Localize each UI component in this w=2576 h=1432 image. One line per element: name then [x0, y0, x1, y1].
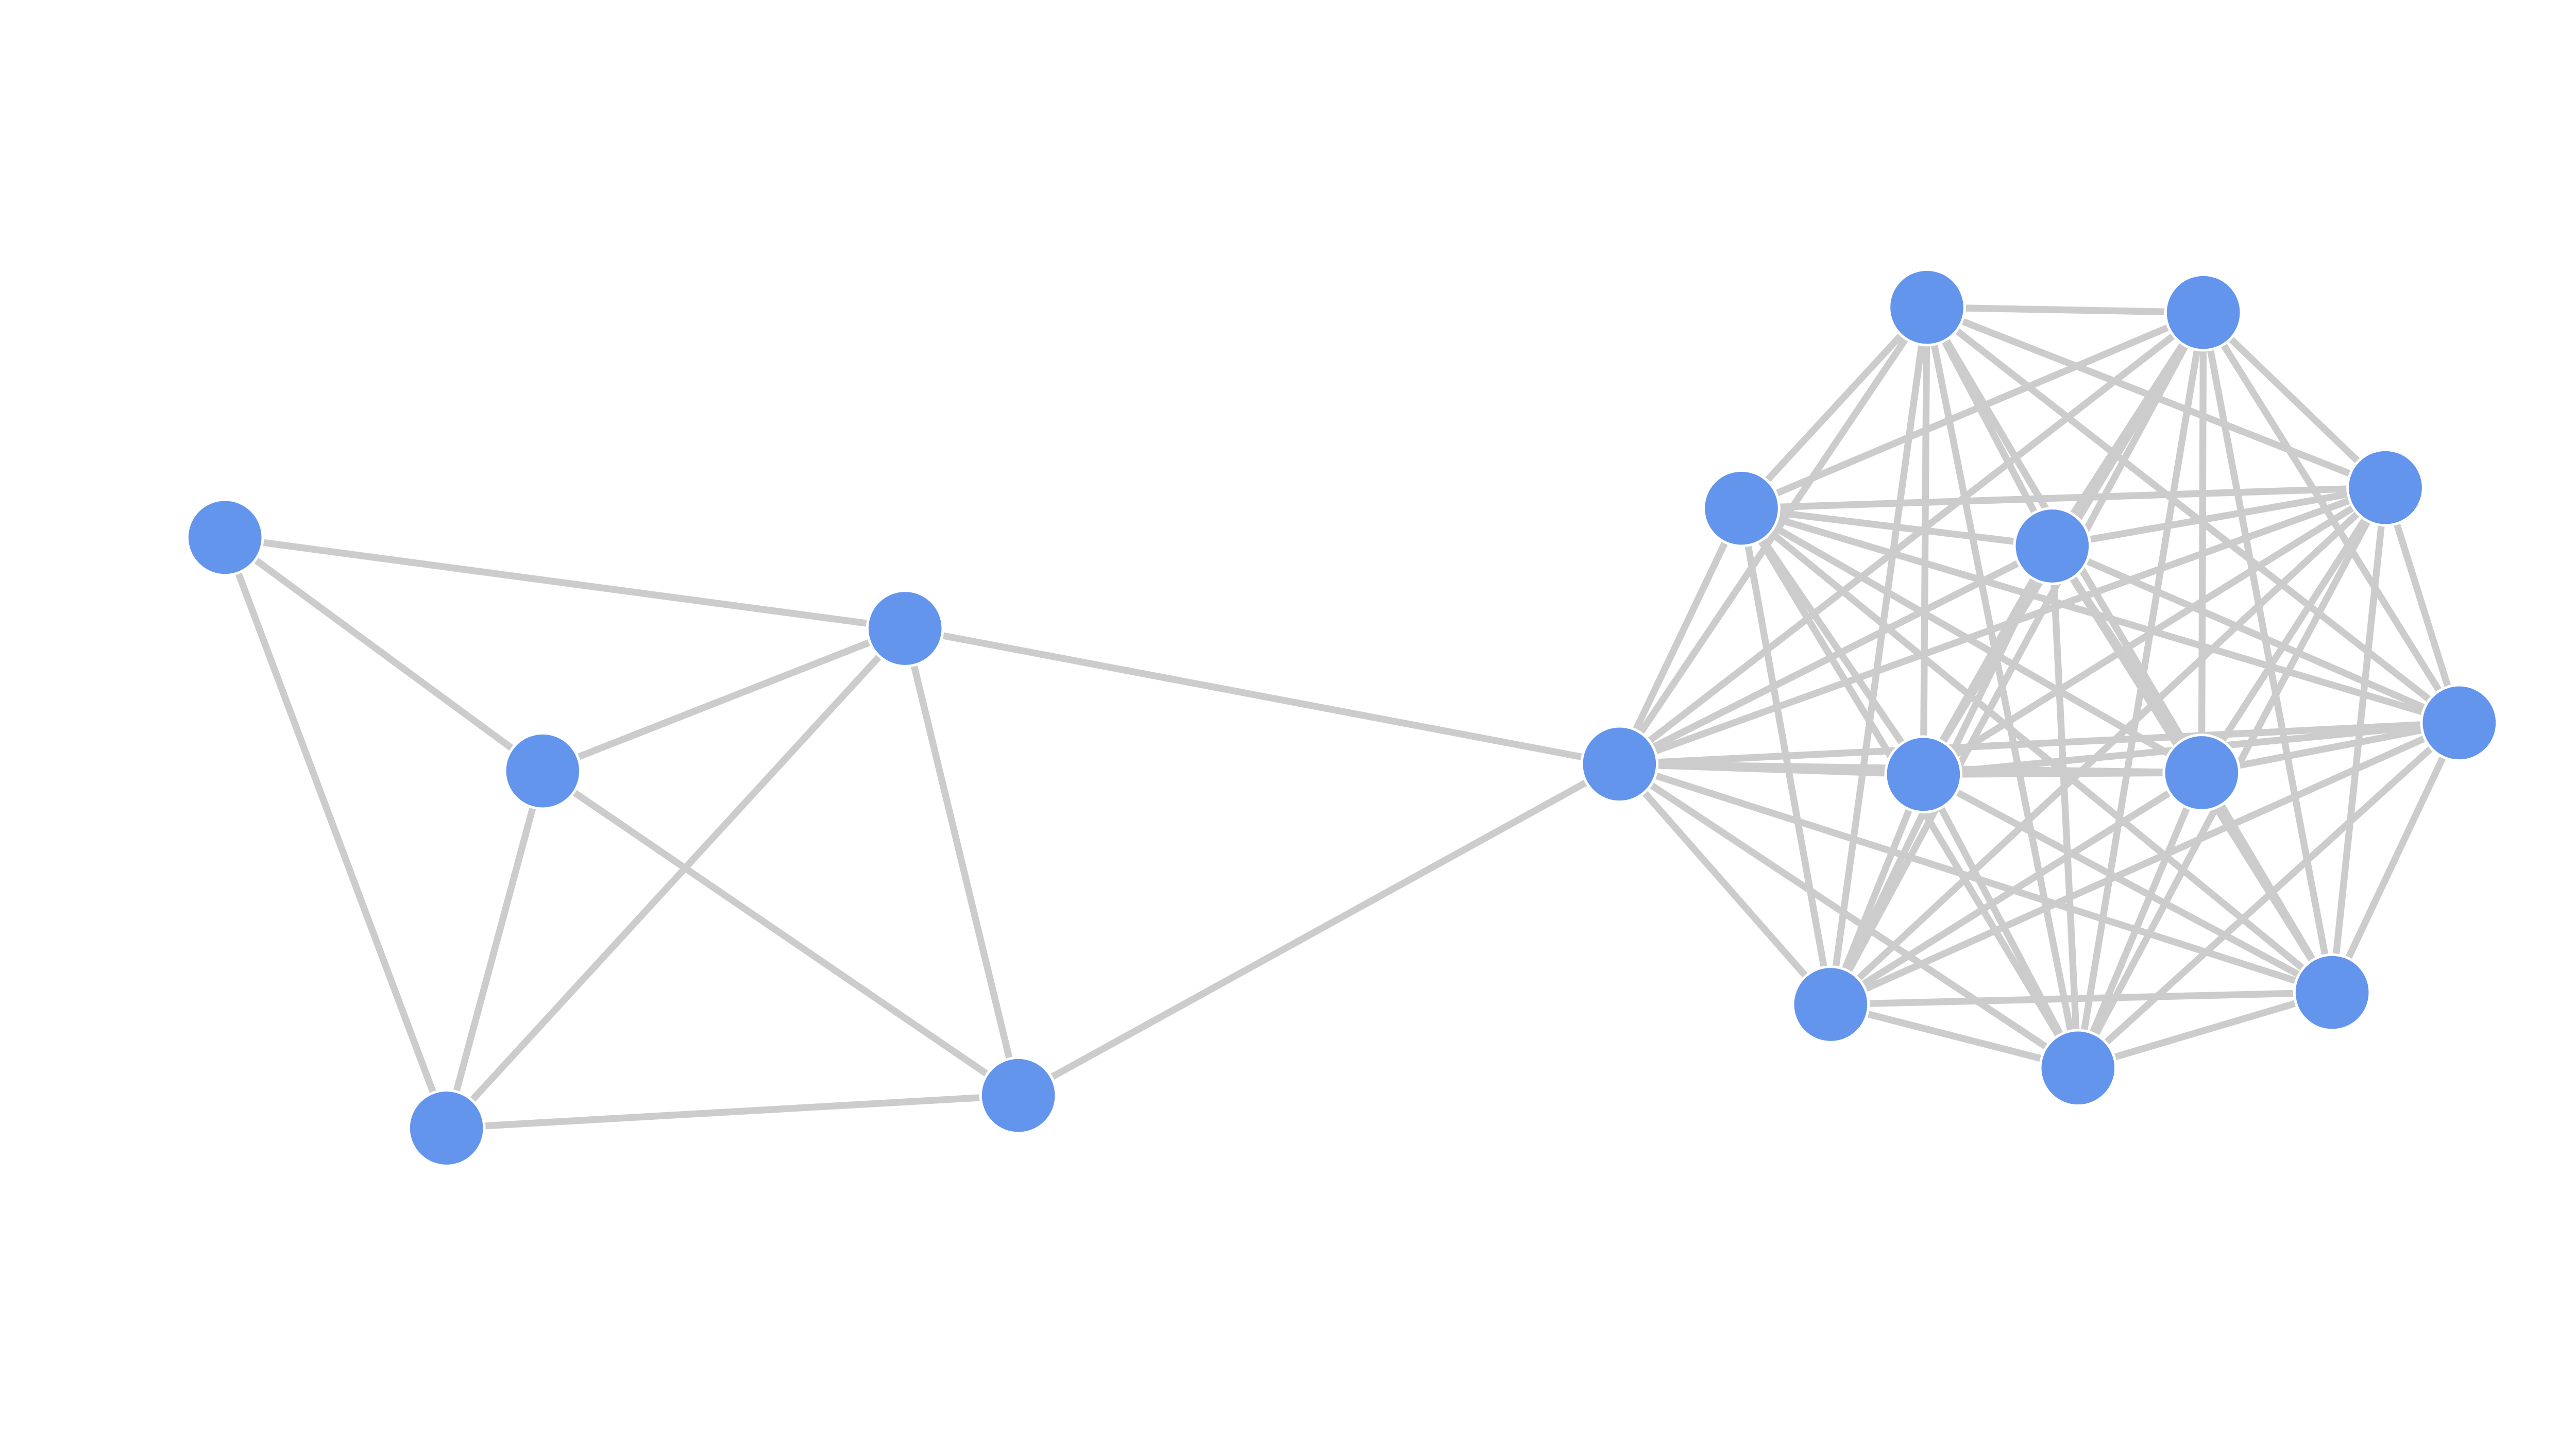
node-B [503, 731, 582, 810]
node-R5 [2013, 507, 2092, 585]
edge-R6-R11 [2075, 720, 2462, 1071]
edge-R6-R10 [2329, 721, 2463, 994]
node-R11 [2039, 1029, 2117, 1107]
edge-R3-R9 [1738, 507, 1834, 1005]
edge-R1-R2 [1926, 304, 2204, 316]
edge-H-R4 [1618, 484, 2387, 768]
edge-R2-R9 [1827, 311, 2207, 1007]
edge-H-R3 [1616, 506, 1745, 766]
edge-R3-R5 [1741, 505, 2053, 550]
edge-R6-R9 [1829, 720, 2461, 1008]
edge-R1-R3 [1739, 305, 1929, 511]
node-A [185, 498, 264, 577]
edge-R3-R4 [1741, 484, 2386, 512]
edge-R8-R9 [1828, 770, 2204, 1008]
edge-R7-R11 [1920, 773, 2081, 1070]
edges-layer [222, 304, 2463, 1132]
edge-B-E [540, 768, 1021, 1099]
edge-R2-R3 [1740, 309, 2205, 512]
edge-R6-R8 [2201, 719, 2460, 776]
edge-R9-R10 [1831, 989, 2332, 1008]
edge-C-H [904, 625, 1620, 768]
node-E [979, 1056, 1058, 1135]
node-H [1580, 725, 1659, 804]
node-R7 [1884, 735, 1963, 814]
edge-A-B [223, 534, 545, 774]
edge-R7-R10 [1922, 771, 2334, 996]
edge-R8-R11 [2075, 771, 2205, 1069]
node-R9 [1791, 965, 1870, 1044]
edge-B-C [541, 625, 907, 774]
node-R4 [2346, 448, 2425, 527]
edge-C-E [902, 627, 1022, 1097]
edge-R3-R10 [1739, 505, 2334, 995]
edge-C-D [444, 626, 908, 1131]
edge-R10-R11 [2077, 989, 2333, 1071]
edge-R7-R8 [1923, 769, 2202, 778]
edge-R5-R11 [2048, 545, 2081, 1068]
node-R10 [2293, 953, 2371, 1032]
node-D [407, 1089, 486, 1167]
edge-R8-R10 [2198, 771, 2335, 995]
edge-H-R6 [1619, 719, 2460, 768]
edge-R1-R7 [1920, 307, 1930, 775]
edge-E-H [1016, 761, 1621, 1099]
edge-A-C [224, 534, 906, 632]
edge-R2-R8 [2198, 312, 2207, 773]
node-C [866, 589, 944, 668]
edge-R4-R7 [1921, 485, 2387, 777]
edge-R5-R6 [2050, 542, 2461, 726]
edge-H-R2 [1617, 310, 2206, 767]
node-R1 [1888, 268, 1966, 347]
edge-B-D [443, 770, 546, 1129]
edge-H-R11 [1617, 761, 2080, 1071]
node-R8 [2162, 734, 2241, 812]
edge-R4-R9 [1828, 485, 2388, 1007]
node-R6 [2420, 684, 2499, 762]
edge-R4-R6 [2382, 486, 2463, 724]
edge-R7-R9 [1827, 773, 1927, 1006]
edge-R2-R4 [2201, 310, 2388, 490]
edge-D-E [446, 1092, 1019, 1132]
edge-R2-R10 [2200, 312, 2336, 993]
node-R2 [2164, 273, 2243, 352]
edge-R4-R8 [2198, 486, 2388, 775]
edge-R1-R9 [1827, 306, 1930, 1005]
edge-R4-R5 [2052, 484, 2386, 550]
edge-H-R9 [1617, 761, 1834, 1007]
edge-A-D [222, 536, 450, 1130]
edge-R9-R11 [1829, 1001, 2079, 1071]
nodes-layer [185, 268, 2499, 1167]
node-R3 [1702, 469, 1781, 548]
